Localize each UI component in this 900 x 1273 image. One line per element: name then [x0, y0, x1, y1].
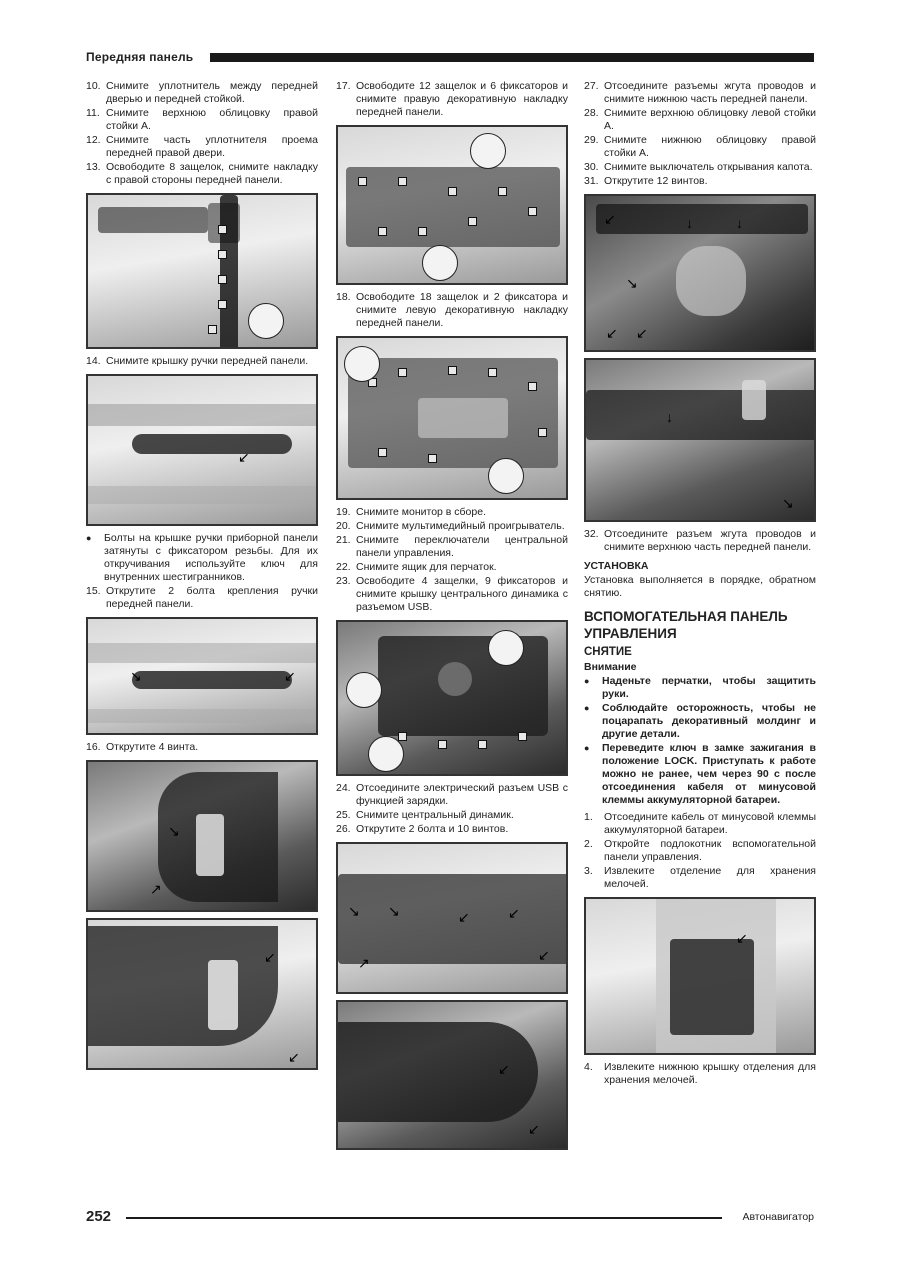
photo-lower-panel-side: ↙ ↙ — [336, 1000, 568, 1150]
step: 24.Отсоедините электрический разъем USB … — [336, 782, 568, 807]
photo-lower-panel-bolts: ↘ ↘ ↙ ↙ ↙ ↗ — [336, 842, 568, 994]
arrow-icon: ↙ — [528, 1121, 540, 1137]
attention-label: Внимание — [584, 661, 637, 673]
step: 30.Снимите выключатель открывания капота… — [584, 161, 813, 173]
bullet-icon: ● — [86, 533, 92, 543]
photo-handle-bolts: ↘ ↙ — [86, 617, 318, 735]
step: 21.Снимите переключатели центральной пан… — [336, 534, 568, 559]
arrow-icon: ↘ — [130, 668, 142, 684]
photo-right-decorative-trim — [336, 125, 568, 285]
warning-item: ●Соблюдайте осторожность, чтобы не поцар… — [584, 702, 816, 740]
column-2: 17.Освободите 12 защелок и 6 фиксаторов … — [336, 80, 568, 1156]
step: 11.Снимите верхнюю облицовку правой стой… — [86, 107, 318, 132]
photo-right-side-trim — [86, 193, 318, 349]
arrow-icon: ↙ — [458, 909, 470, 925]
warning-item: ●Наденьте перчатки, чтобы защитить руки. — [584, 675, 816, 700]
step: 32.Отсоедините разъем жгута проводов и с… — [584, 528, 816, 553]
page-header: Передняя панель — [86, 50, 814, 64]
detail-magnifier-icon — [470, 133, 506, 169]
arrow-icon: ↙ — [636, 325, 648, 341]
page-footer: 252 Автонавигатор — [86, 1208, 814, 1226]
arrow-icon: ↙ — [288, 1049, 300, 1065]
arrow-icon: ↘ — [168, 823, 180, 839]
step: 31.Открутите 12 винтов. — [584, 175, 708, 187]
arrow-icon: ↓ — [686, 215, 693, 231]
photo-screws-left: ↘ ↗ — [86, 760, 318, 912]
step: 18.Освободите 18 защелок и 2 фиксатора и… — [336, 291, 568, 329]
detail-magnifier-icon — [346, 672, 382, 708]
step: 22.Снимите ящик для перчаток. — [336, 561, 497, 573]
footer-rule — [126, 1217, 722, 1219]
photo-left-decorative-trim — [336, 336, 568, 500]
detail-magnifier-icon — [368, 736, 404, 772]
step: 27.Отсоедините разъемы жгута проводов и … — [584, 80, 816, 105]
step: 2.Откройте подлокотник вспомогательной п… — [584, 838, 816, 863]
arrow-icon: ↓ — [666, 409, 673, 425]
detail-magnifier-icon — [488, 458, 524, 494]
arrow-icon: ↙ — [736, 930, 748, 946]
step: 1.Отсоедините кабель от минусовой клеммы… — [584, 811, 816, 836]
arrow-icon: ↙ — [538, 947, 550, 963]
step: 13.Освободите 8 защелок, снимите накладк… — [86, 161, 318, 186]
arrow-icon: ↘ — [388, 903, 400, 919]
page-number: 252 — [86, 1208, 112, 1225]
step: 17.Освободите 12 защелок и 6 фиксаторов … — [336, 80, 568, 118]
section-running-title: Передняя панель — [86, 50, 202, 64]
step: 3.Извлеките отделение для хранения мелоч… — [584, 865, 816, 890]
arrow-icon: ↙ — [606, 325, 618, 341]
step: 10.Снимите уплотнитель между передней дв… — [86, 80, 318, 105]
photo-center-speaker-cover — [336, 620, 568, 776]
arrow-icon: ↙ — [264, 949, 276, 965]
photo-storage-compartment: ↙ — [584, 897, 816, 1055]
arrow-icon: ↙ — [604, 211, 616, 227]
step: 4.Извлеките нижнюю крышку отделения для … — [584, 1061, 816, 1086]
step: 29.Снимите нижнюю облицовку правой стойк… — [584, 134, 816, 159]
photo-screws-pillar: ↙ ↙ — [86, 918, 318, 1070]
photo-handle-cover: ↙ — [86, 374, 318, 526]
bullet-icon: ● — [584, 703, 590, 713]
removal-heading: СНЯТИЕ — [584, 646, 632, 658]
arrow-icon: ↘ — [348, 903, 360, 919]
arrow-icon: ↙ — [284, 668, 296, 684]
step: 15.Открутите 2 болта крепления ручки пер… — [86, 585, 318, 610]
arrow-icon: ↓ — [736, 215, 743, 231]
step: 25.Снимите центральный динамик. — [336, 809, 514, 821]
detail-magnifier-icon — [422, 245, 458, 281]
publisher-name: Автонавигатор — [742, 1211, 814, 1223]
installation-text: Установка выполняется в порядке, обратно… — [584, 574, 816, 599]
arrow-icon: ↙ — [238, 449, 250, 465]
arrow-icon: ↗ — [358, 955, 370, 971]
arrow-icon: ↘ — [782, 495, 794, 511]
arrow-icon: ↙ — [508, 905, 520, 921]
detail-magnifier-icon — [488, 630, 524, 666]
step: 23.Освободите 4 защелки, 9 фиксаторов и … — [336, 575, 568, 613]
detail-magnifier-icon — [344, 346, 380, 382]
section-heading: ВСПОМОГАТЕЛЬНАЯ ПАНЕЛЬ УПРАВЛЕНИЯ — [584, 609, 788, 641]
bullet-icon: ● — [584, 676, 590, 686]
header-rule — [210, 53, 814, 62]
installation-heading: УСТАНОВКА — [584, 560, 649, 572]
bullet-icon: ● — [584, 743, 590, 753]
step: 12.Снимите часть уплотнителя проема пере… — [86, 134, 318, 159]
step: 20.Снимите мультимедийный проигрыватель. — [336, 520, 565, 532]
detail-magnifier-icon — [248, 303, 284, 339]
step: 16.Открутите 4 винта. — [86, 741, 199, 753]
step: 28.Снимите верхнюю облицовку левой стойк… — [584, 107, 816, 132]
arrow-icon: ↗ — [150, 881, 162, 897]
arrow-icon: ↙ — [498, 1061, 510, 1077]
warning-item: ●Переведите ключ в замке зажигания в пол… — [584, 742, 816, 806]
arrow-icon: ↘ — [626, 275, 638, 291]
photo-upper-panel-connector: ↓ ↘ — [584, 358, 816, 522]
step: 26.Открутите 2 болта и 10 винтов. — [336, 823, 509, 835]
note: ●Болты на крышке ручки приборной панели … — [86, 532, 318, 583]
column-1: 10.Снимите уплотнитель между передней дв… — [86, 80, 318, 1076]
photo-upper-panel-screws: ↙ ↓ ↓ ↘ ↙ ↙ — [584, 194, 816, 352]
step: 19.Снимите монитор в сборе. — [336, 506, 486, 518]
column-3: 27.Отсоедините разъемы жгута проводов и … — [584, 80, 816, 1088]
step: 14.Снимите крышку ручки передней панели. — [86, 355, 309, 367]
